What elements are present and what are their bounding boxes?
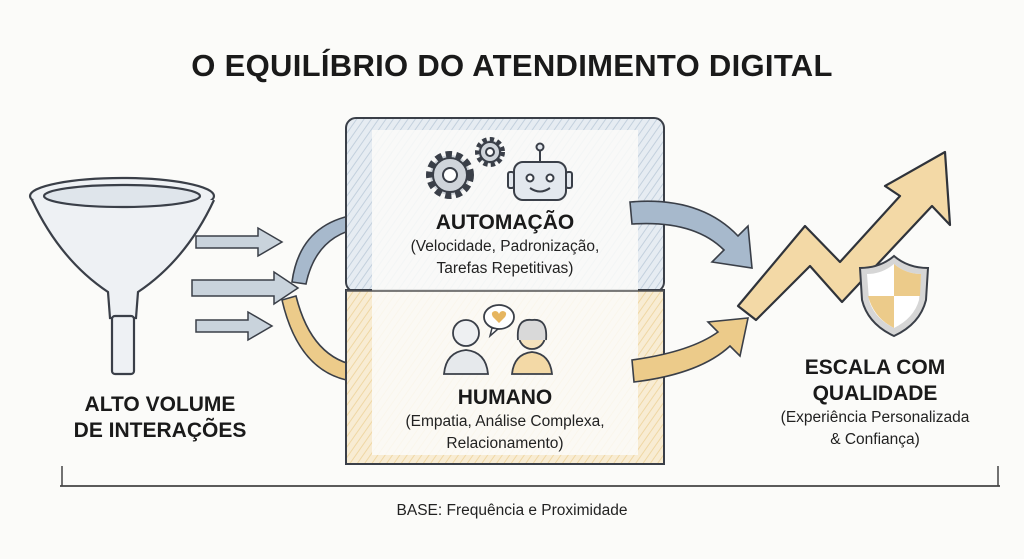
output-detail-line1: (Experiência Personalizada	[780, 409, 970, 426]
automation-detail-line1: (Velocidade, Padronização,	[410, 238, 600, 255]
base-label: BASE: Frequência e Proximidade	[396, 502, 628, 519]
automation-heading: AUTOMAÇÃO	[435, 211, 575, 234]
heart-speech-bubble-icon	[483, 304, 515, 339]
automation-detail-line2: Tarefas Repetitivas)	[436, 260, 574, 277]
people-icon	[443, 318, 553, 375]
input-heading-line1: ALTO VOLUME	[84, 393, 236, 416]
output-heading-line2: QUALIDADE	[812, 382, 938, 405]
gears-icon	[426, 137, 505, 199]
page-title: O EQUILÍBRIO DO ATENDIMENTO DIGITAL	[191, 48, 833, 83]
human-detail-line1: (Empatia, Análise Complexa,	[405, 413, 605, 430]
robot-icon	[507, 142, 573, 201]
output-detail-line2: & Confiança)	[830, 431, 920, 448]
input-label: ALTO VOLUME DE INTERAÇÕES	[50, 392, 270, 444]
arrow-from-automation	[629, 200, 753, 269]
output-label: ESCALA COM QUALIDADE (Experiência Person…	[730, 355, 1020, 451]
arrow-from-human	[631, 317, 750, 383]
funnel-icon	[28, 176, 216, 376]
shield-icon	[858, 254, 930, 338]
output-heading-line1: ESCALA COM	[804, 356, 946, 379]
human-detail-line2: Relacionamento)	[446, 435, 564, 452]
growth-arrow-icon	[736, 150, 952, 322]
human-label: HUMANO (Empatia, Análise Complexa, Relac…	[346, 385, 664, 455]
human-heading: HUMANO	[457, 386, 553, 409]
input-arrows	[191, 226, 300, 342]
input-heading-line2: DE INTERAÇÕES	[73, 419, 247, 442]
automation-label: AUTOMAÇÃO (Velocidade, Padronização, Tar…	[346, 210, 664, 280]
